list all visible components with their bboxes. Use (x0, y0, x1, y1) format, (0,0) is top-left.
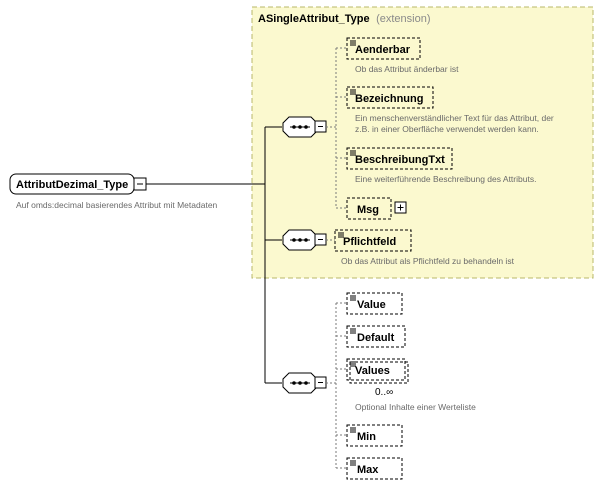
element-pflichtfeld[interactable] (334, 229, 412, 252)
element-type-marks (338, 40, 356, 466)
label-values: Values (355, 365, 390, 377)
root-element[interactable]: AttributDezimal_Type (9, 173, 147, 195)
label-pflichtfeld: Pflichtfeld (343, 236, 396, 248)
root-desc: Auf omds:decimal basierendes Attribut mi… (16, 200, 218, 210)
element-default[interactable] (346, 325, 406, 348)
desc-pflichtfeld: Ob das Attribut als Pflichtfeld zu behan… (341, 256, 515, 266)
desc-bezeichnung-line1: Ein menschenverständlicher Text für das … (355, 113, 554, 123)
label-default: Default (357, 332, 395, 344)
label-msg: Msg (357, 204, 379, 216)
desc-beschreibungtxt: Eine weiterführende Beschreibung des Att… (355, 174, 536, 184)
root-label: AttributDezimal_Type (16, 179, 128, 191)
element-aenderbar[interactable] (346, 37, 421, 60)
multiplicity-values: 0..∞ (375, 387, 393, 398)
element-min[interactable] (346, 424, 403, 447)
seq3-connectors (326, 302, 347, 469)
desc-values: Optional Inhalte einer Werteliste (355, 402, 476, 412)
label-min: Min (357, 431, 376, 443)
label-bezeichnung: Bezeichnung (355, 93, 423, 105)
extension-title: ASingleAttribut_Type (extension) (258, 9, 431, 26)
element-values-stack (349, 361, 409, 384)
desc-aenderbar: Ob das Attribut änderbar ist (355, 64, 459, 74)
sequence-compositor-3[interactable] (282, 372, 327, 394)
msg-expand-icon[interactable] (394, 201, 407, 214)
sequence-compositor-2[interactable] (282, 229, 327, 251)
element-beschreibungtxt[interactable] (346, 147, 453, 170)
label-value: Value (357, 299, 386, 311)
element-max[interactable] (346, 457, 403, 480)
label-beschreibungtxt: BeschreibungTxt (355, 154, 445, 166)
label-aenderbar: Aenderbar (355, 44, 411, 56)
element-msg[interactable] (346, 197, 392, 220)
element-value[interactable] (346, 292, 403, 315)
element-values[interactable] (346, 358, 406, 381)
label-max: Max (357, 464, 379, 476)
seq1-connectors (326, 47, 347, 209)
desc-bezeichnung-line2: z.B. in einer Oberfläche verwendet werde… (355, 124, 539, 134)
connectors (146, 126, 282, 384)
element-bezeichnung[interactable] (346, 86, 434, 109)
